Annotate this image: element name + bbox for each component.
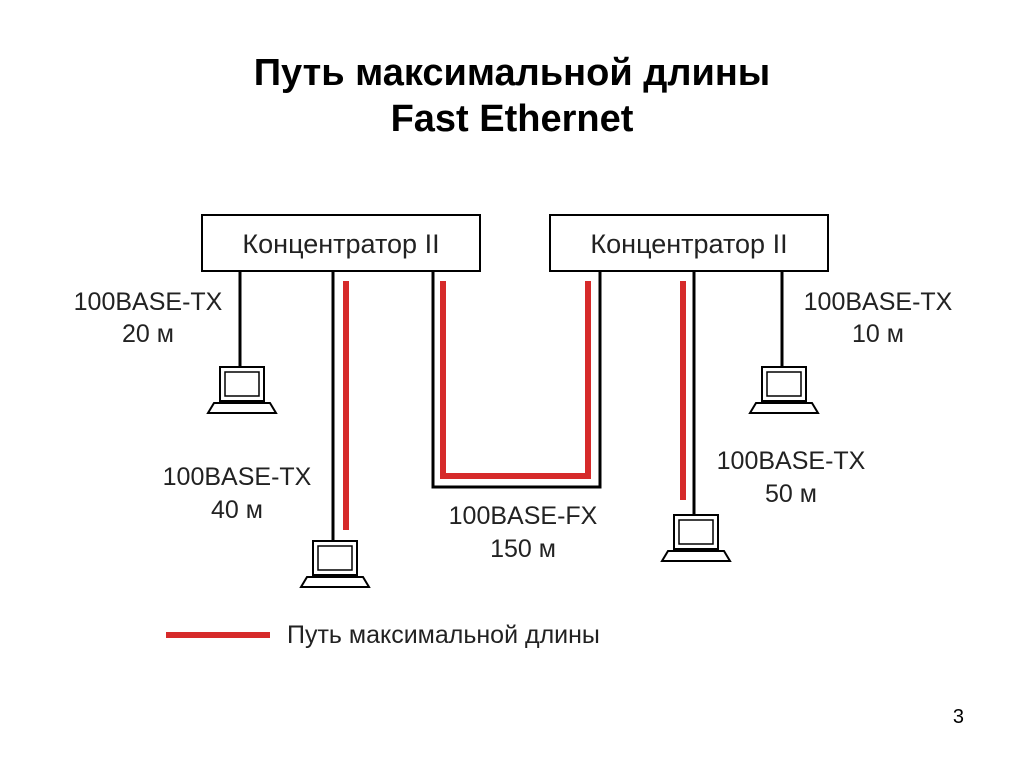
label-tx-right-low: 100BASE-TX 50 м bbox=[717, 447, 866, 508]
link-type: 100BASE-FX bbox=[449, 502, 598, 530]
computer-icon bbox=[660, 514, 732, 562]
label-tx-right-top: 100BASE-TX 10 м bbox=[804, 288, 953, 348]
link-length: 150 м bbox=[490, 535, 556, 563]
max-path bbox=[343, 281, 686, 530]
link-type: 100BASE-TX bbox=[163, 463, 312, 491]
hub-right: Концентратор II bbox=[549, 214, 829, 272]
cables bbox=[238, 271, 784, 541]
hub-left: Концентратор II bbox=[201, 214, 481, 272]
hub-right-label: Концентратор II bbox=[590, 229, 787, 259]
title-line-2: Fast Ethernet bbox=[390, 98, 634, 140]
computer-icon bbox=[206, 366, 278, 414]
legend-label: Путь максимальной длины bbox=[287, 621, 600, 649]
link-type: 100BASE-TX bbox=[74, 288, 223, 316]
computer-icon bbox=[299, 540, 371, 588]
legend: Путь максимальной длины bbox=[166, 621, 600, 649]
page-number: 3 bbox=[952, 706, 964, 728]
link-length: 50 м bbox=[765, 480, 817, 508]
cable-fx-link bbox=[431, 271, 602, 489]
label-fx-middle: 100BASE-FX 150 м bbox=[449, 502, 598, 563]
link-type: 100BASE-TX bbox=[804, 288, 953, 316]
link-type: 100BASE-TX bbox=[717, 447, 866, 475]
hub-left-label: Концентратор II bbox=[242, 229, 439, 259]
link-length: 20 м bbox=[122, 320, 174, 348]
computer-icon bbox=[748, 366, 820, 414]
label-tx-left-top: 100BASE-TX 20 м bbox=[74, 288, 223, 348]
link-length: 40 м bbox=[211, 496, 263, 524]
link-length: 10 м bbox=[852, 320, 904, 348]
max-path-fx-segment bbox=[440, 281, 591, 479]
label-tx-left-low: 100BASE-TX 40 м bbox=[163, 463, 312, 524]
title-line-1: Путь максимальной длины bbox=[253, 52, 771, 94]
slide-title: Путь максимальной длины Fast Ethernet bbox=[0, 50, 1024, 142]
